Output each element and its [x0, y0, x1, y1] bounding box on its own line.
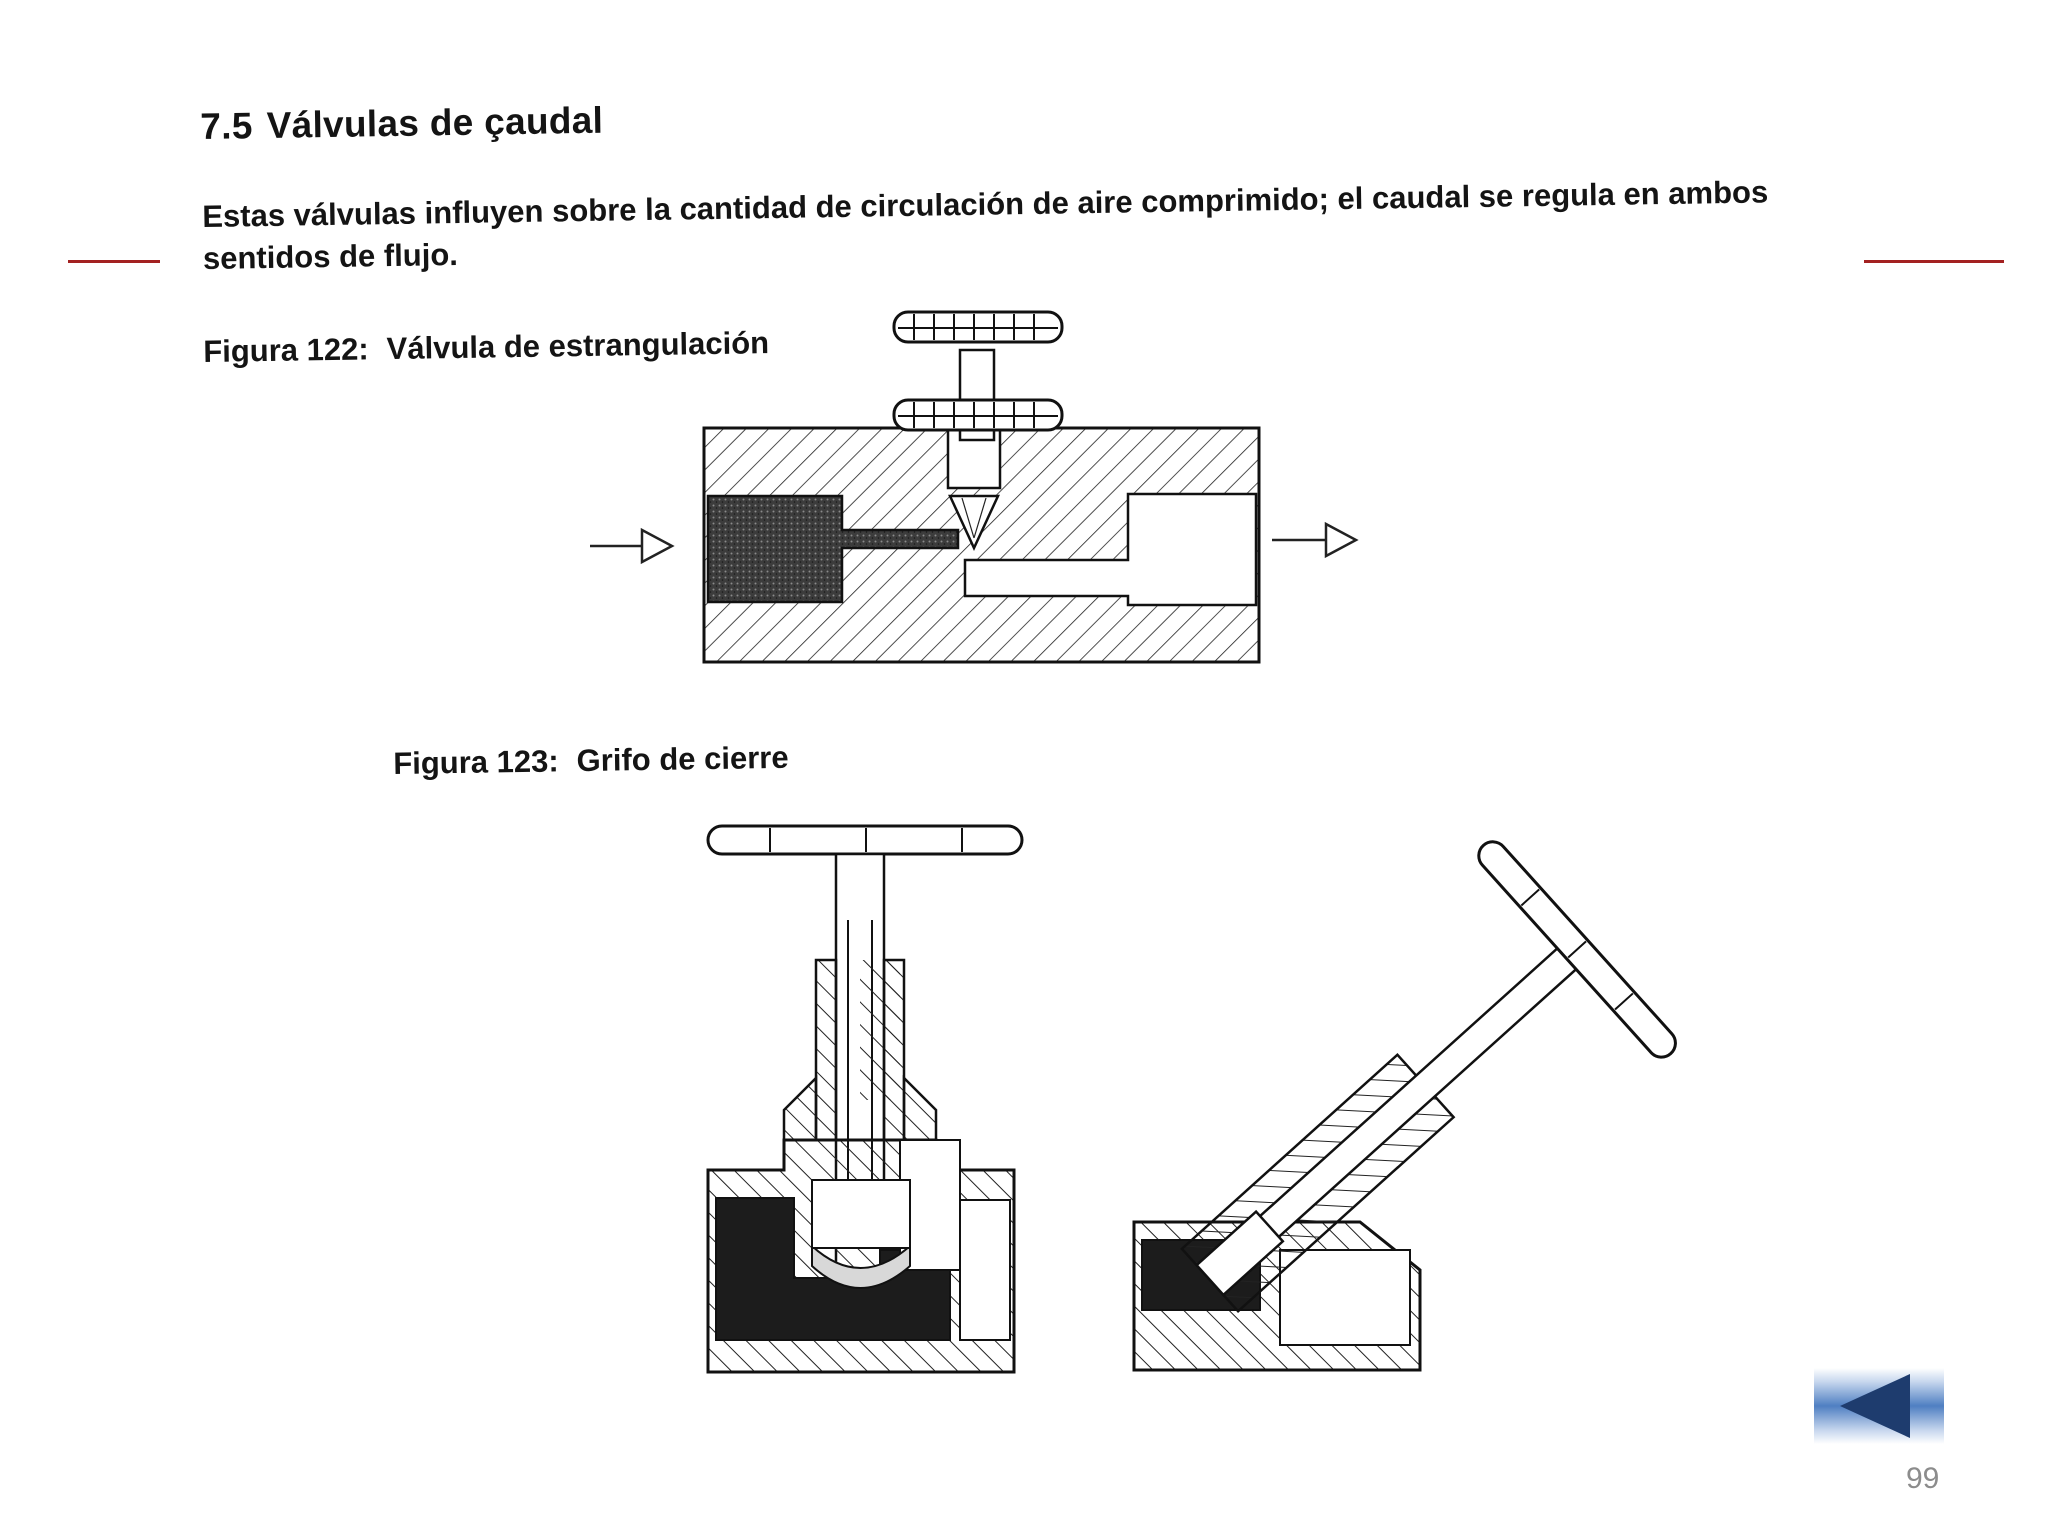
- outlet-flow-arrow: [1272, 521, 1359, 559]
- angled-stop-valve-drawing: [1120, 840, 1740, 1380]
- back-button[interactable]: [1814, 1368, 1944, 1444]
- section-number: 7.5: [200, 105, 253, 147]
- figure-123-number: Figura 123:: [393, 743, 559, 781]
- throttle-valve-drawing: [580, 300, 1380, 680]
- inlet-flow-arrow: [590, 527, 675, 565]
- straight-stop-valve-drawing: [690, 810, 1050, 1380]
- angled-handwheel-icon: [1477, 840, 1677, 1059]
- page-number: 99: [1906, 1462, 1940, 1495]
- section-title: 7.5 Válvulas de çaudal: [200, 100, 603, 148]
- figure-123-title: Grifo de cierre: [576, 739, 789, 779]
- section-heading-text: Válvulas de çaudal: [266, 99, 604, 146]
- adjusting-knob-icon: [892, 310, 1064, 442]
- decorative-rule-right: [1864, 260, 2004, 263]
- intro-paragraph: Estas válvulas influyen sobre la cantida…: [202, 174, 1769, 276]
- valve-body: [702, 426, 1261, 664]
- back-arrow-icon: [1840, 1374, 1910, 1438]
- figure-123-caption: Figura 123: Grifo de cierre: [393, 740, 789, 782]
- handwheel-icon: [706, 824, 1024, 856]
- figure-122-number: Figura 122:: [203, 331, 369, 369]
- decorative-rule-left: [68, 260, 160, 263]
